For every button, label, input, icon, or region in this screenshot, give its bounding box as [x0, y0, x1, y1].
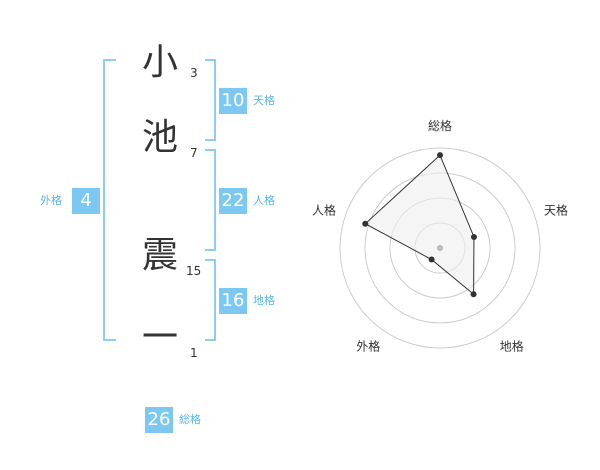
chikaku-label: 地格	[253, 294, 275, 307]
jinkaku-bracket	[205, 149, 216, 251]
radar-center-point	[437, 245, 443, 251]
radar-axis-label: 総格	[428, 118, 452, 133]
radar-data-point	[470, 291, 477, 298]
gaikaku-value: 4	[72, 188, 100, 214]
radar-grid-ring	[339, 147, 541, 349]
jinkaku-value: 22	[219, 188, 247, 214]
gaikaku-label: 外格	[40, 194, 62, 207]
soukaku-label: 総格	[179, 413, 201, 426]
radar-data-point	[428, 256, 435, 263]
tenkaku-label: 天格	[253, 94, 275, 107]
radar-axis-label: 天格	[544, 202, 568, 217]
soukaku-value: 26	[145, 407, 173, 433]
stroke-count-2: 7	[190, 146, 198, 160]
chikaku-value: 16	[219, 288, 247, 314]
outer-bracket	[103, 59, 116, 341]
radar-axis-label: 外格	[356, 339, 380, 354]
chikaku-bracket	[205, 259, 216, 341]
stroke-count-1: 3	[190, 66, 198, 80]
radar-data-point	[362, 220, 369, 227]
name-char-3: 震	[142, 235, 179, 276]
tenkaku-bracket	[205, 59, 216, 141]
radar-data-point	[470, 233, 477, 240]
radar-series-polygon	[364, 154, 475, 296]
name-char-2: 池	[142, 117, 179, 158]
radar-axis-label: 人格	[312, 202, 336, 217]
stroke-count-3: 15	[186, 264, 202, 278]
name-char-1: 小	[142, 42, 179, 83]
stroke-count-4: 1	[190, 346, 198, 360]
radar-axis-label: 地格	[500, 339, 524, 354]
name-char-4: 一	[142, 317, 179, 358]
radar-data-point	[437, 152, 443, 159]
tenkaku-value: 10	[219, 88, 247, 114]
jinkaku-label: 人格	[253, 194, 275, 207]
